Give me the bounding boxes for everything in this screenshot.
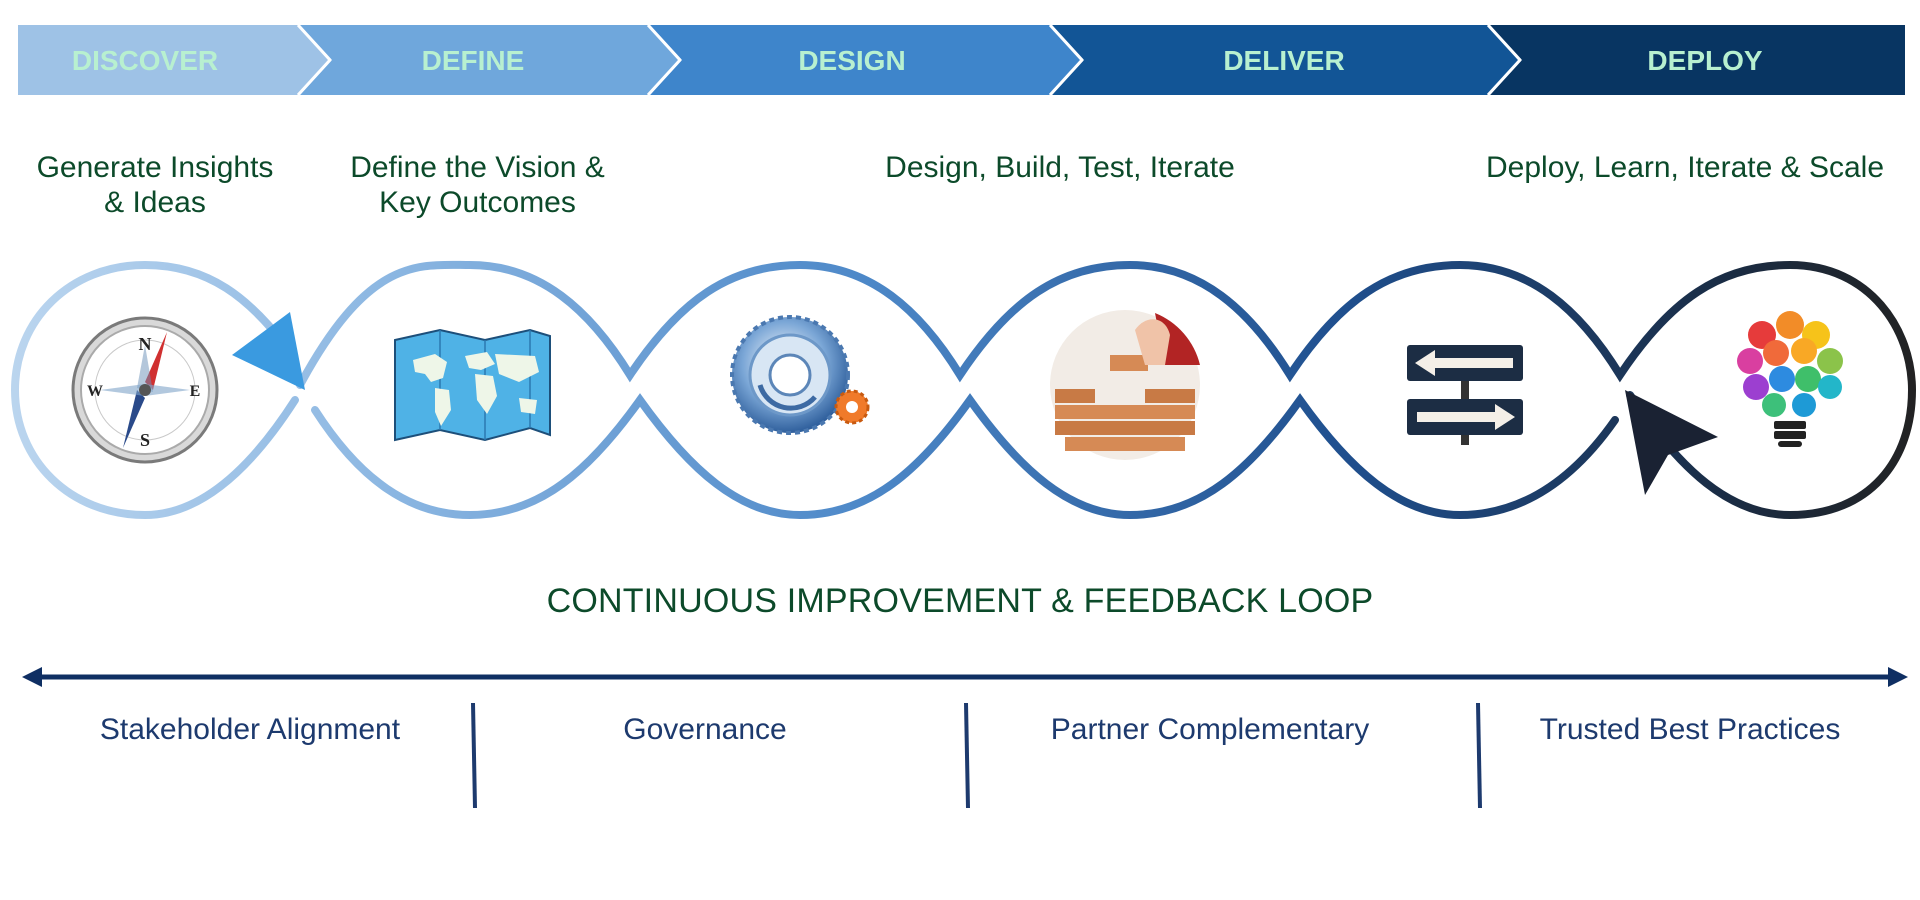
- description-deploy: Deploy, Learn, Iterate & Scale: [1486, 151, 1884, 184]
- bricks-icon: [1050, 310, 1200, 460]
- chevron-deploy: [1490, 25, 1905, 95]
- direction-signs-icon: [1407, 345, 1523, 445]
- chevron-define: [300, 25, 680, 95]
- pillar-divider: [1476, 702, 1482, 809]
- chevron-discover: [18, 25, 330, 95]
- svg-text:N: N: [139, 334, 152, 354]
- wave-arrowhead-start: [232, 312, 305, 390]
- pillar-governance: Governance: [623, 713, 787, 746]
- world-map-icon: [394, 328, 551, 442]
- pillar-trusted-best-practices: Trusted Best Practices: [1539, 713, 1841, 746]
- lightbulb-icon: [1737, 311, 1843, 447]
- pillar-divider: [964, 702, 970, 809]
- chevron-deliver: [1052, 25, 1520, 95]
- wave-lower: [10, 260, 1619, 520]
- wave-arrowhead-end: [1625, 390, 1718, 495]
- phase-banner: DISCOVER DEFINE DESIGN DELIVER DEPLOY: [18, 23, 1905, 97]
- description-define: Define the Vision & Key Outcomes: [350, 151, 605, 219]
- svg-text:E: E: [190, 383, 201, 400]
- description-design-deliver: Design, Build, Test, Iterate: [885, 151, 1235, 184]
- compass-icon: N S E W: [71, 316, 219, 464]
- pillar-divider: [471, 702, 477, 809]
- description-discover: Generate Insights & Ideas: [36, 151, 274, 219]
- phase-label-deliver: DELIVER: [1223, 45, 1344, 76]
- feedback-wave: [10, 260, 1917, 520]
- phase-label-define: DEFINE: [422, 45, 525, 76]
- phase-label-design: DESIGN: [798, 45, 905, 76]
- svg-text:S: S: [140, 430, 150, 450]
- phase-label-discover: DISCOVER: [72, 45, 218, 76]
- wave-upper: [296, 260, 1917, 520]
- gear-icon: [730, 315, 870, 435]
- svg-text:W: W: [87, 383, 103, 400]
- chevron-design: [650, 25, 1082, 95]
- pillar-partner-complementary: Partner Complementary: [1050, 713, 1370, 746]
- phase-label-deploy: DEPLOY: [1647, 45, 1762, 76]
- double-arrow-axis: [22, 667, 1908, 687]
- loop-title: CONTINUOUS IMPROVEMENT & FEEDBACK LOOP: [546, 582, 1374, 620]
- pillar-stakeholder-alignment: Stakeholder Alignment: [99, 713, 401, 746]
